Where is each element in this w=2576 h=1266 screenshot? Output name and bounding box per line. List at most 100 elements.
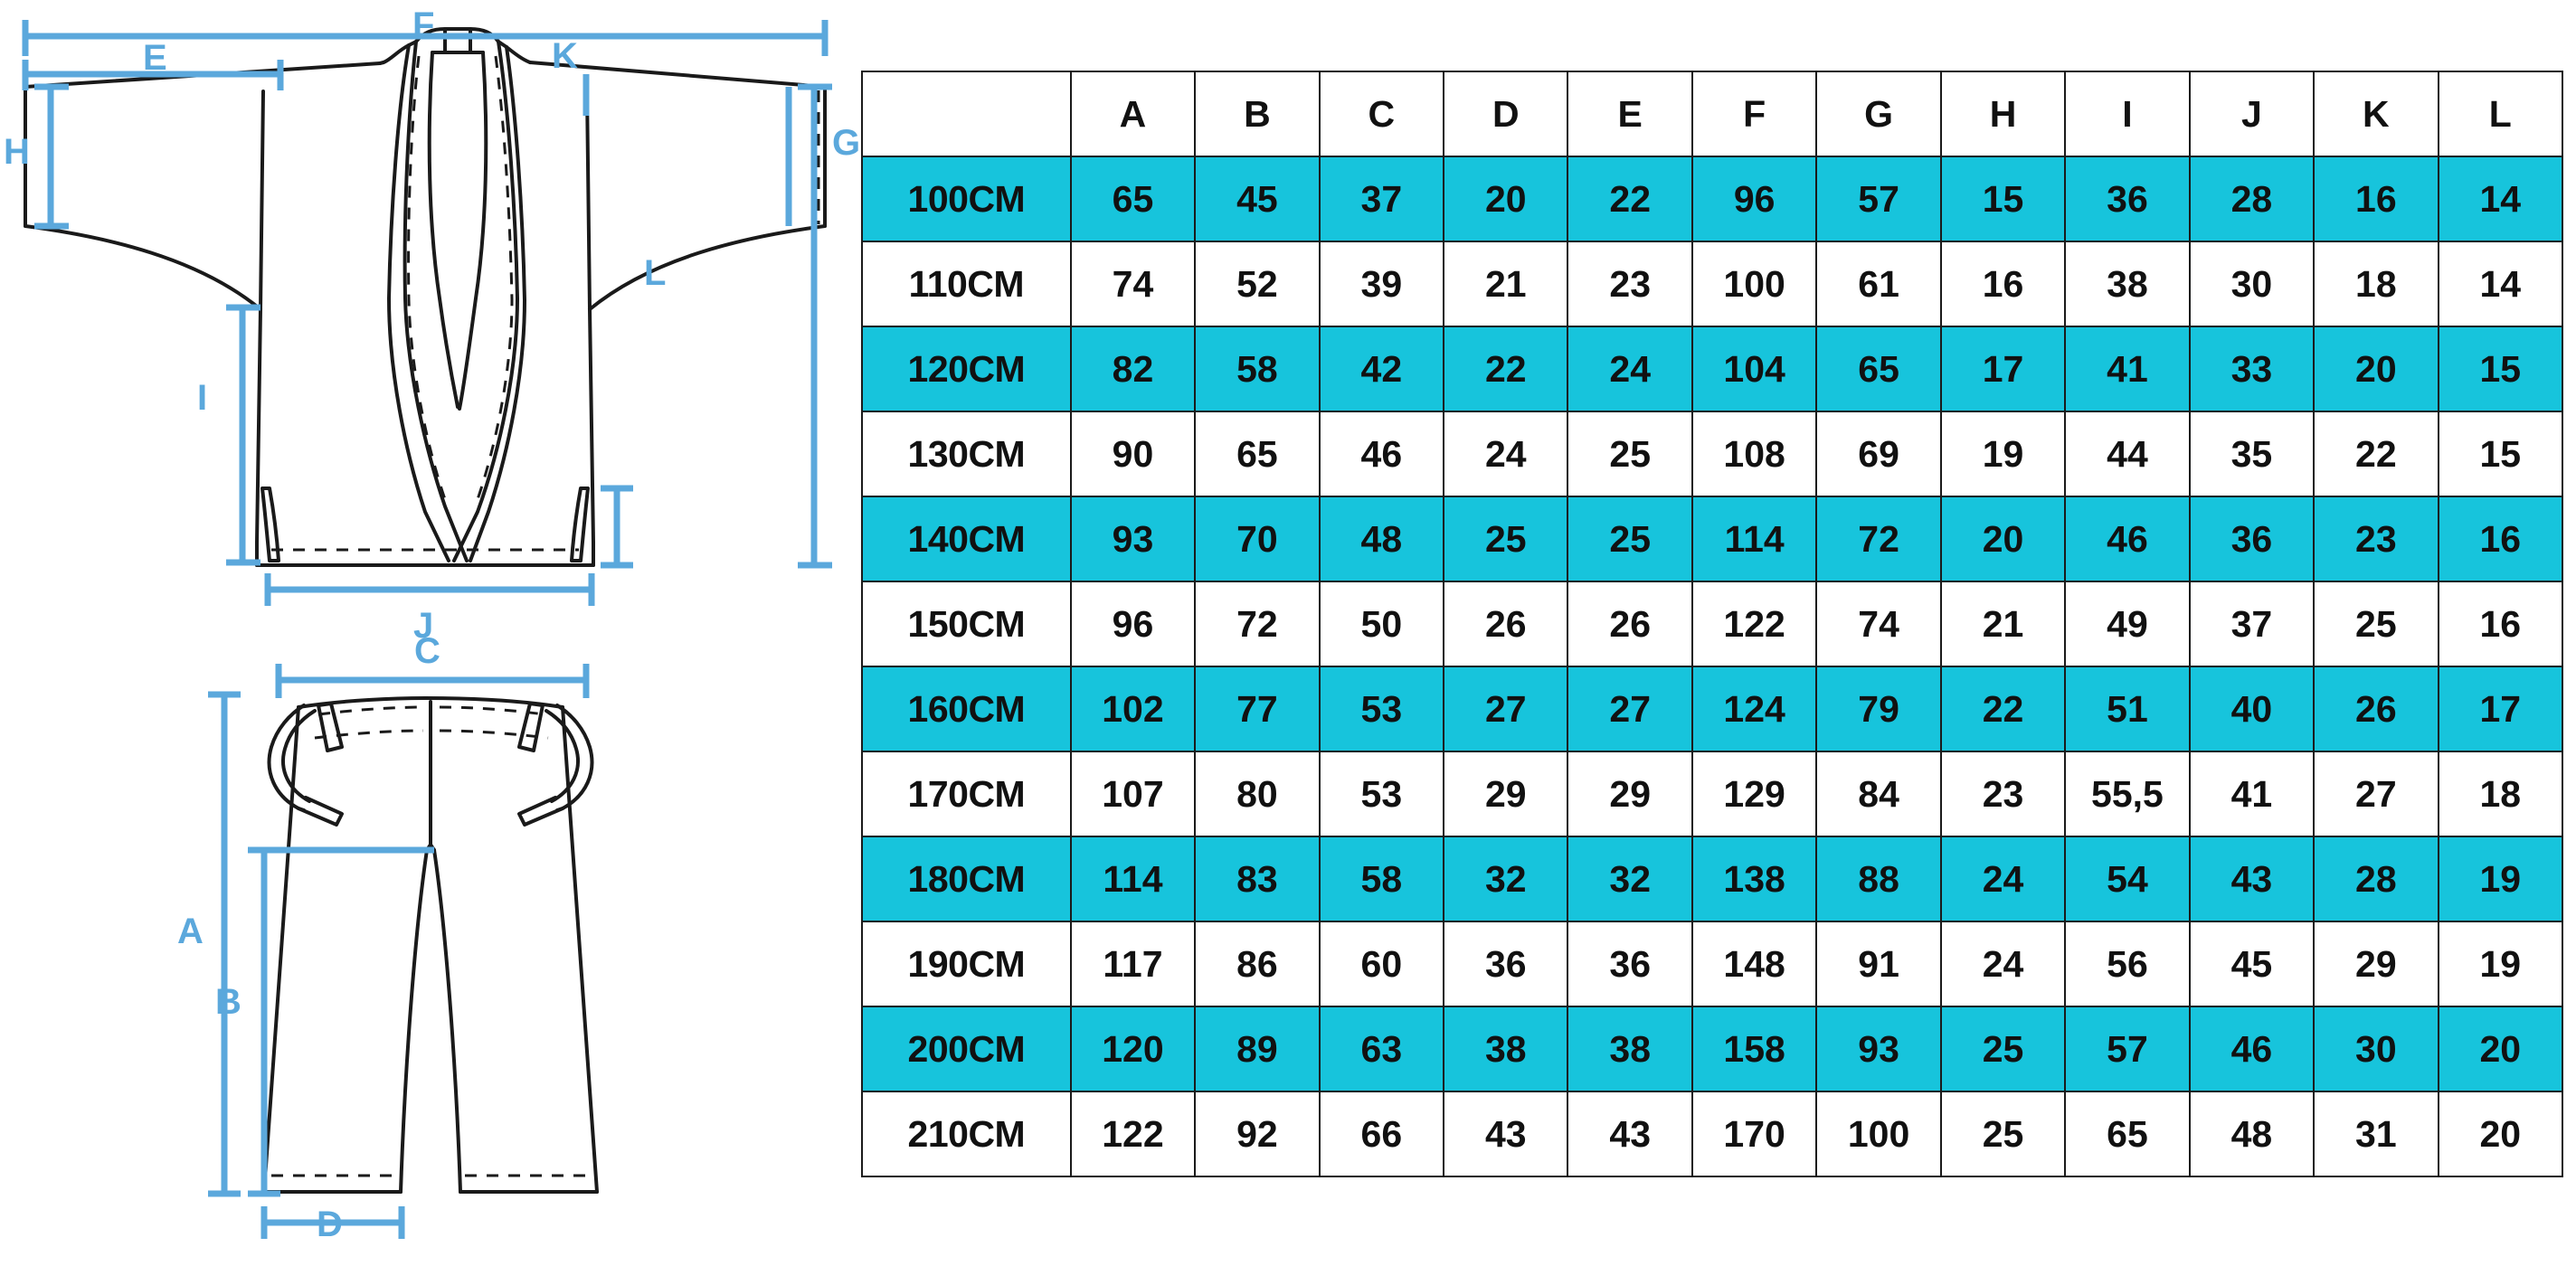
- measurement-cell: 69: [1815, 411, 1942, 497]
- measurement-cell: 21: [1939, 581, 2067, 667]
- measurement-cell: 29: [2313, 921, 2439, 1007]
- measurement-cell: 57: [2064, 1006, 2191, 1092]
- measurement-cell: 25: [2313, 581, 2439, 667]
- measurement-cell: 30: [2313, 1006, 2439, 1092]
- measurement-cell: 96: [1069, 581, 1197, 667]
- size-label-cell: 200CM: [861, 1006, 1072, 1092]
- measurement-cell: 15: [2437, 326, 2564, 412]
- measurement-cell: 24: [1939, 921, 2067, 1007]
- column-header-k: K: [2313, 71, 2439, 157]
- measurement-cell: 117: [1069, 921, 1197, 1007]
- dimension-label-A: A: [177, 912, 204, 951]
- measurement-cell: 20: [2437, 1006, 2564, 1092]
- measurement-cell: 23: [1567, 241, 1693, 327]
- measurement-cell: 36: [2188, 496, 2316, 582]
- measurement-cell: 20: [2313, 326, 2439, 412]
- size-label-cell: 130CM: [861, 411, 1072, 497]
- measurement-cell: 43: [2188, 836, 2316, 922]
- measurement-cell: 19: [2437, 921, 2564, 1007]
- column-header-b: B: [1194, 71, 1321, 157]
- measurement-cell: 22: [1567, 156, 1693, 242]
- measurement-cell: 46: [1318, 411, 1445, 497]
- size-label-cell: 210CM: [861, 1091, 1072, 1177]
- column-header-i: I: [2064, 71, 2191, 157]
- measurement-cell: 58: [1318, 836, 1445, 922]
- measurement-cell: 55,5: [2064, 751, 2191, 837]
- measurement-cell: 100: [1690, 241, 1818, 327]
- measurement-cell: 65: [1815, 326, 1942, 412]
- table-corner-header: [861, 71, 1072, 157]
- measurement-cell: 22: [2313, 411, 2439, 497]
- garment-drawings-svg: [22, 20, 832, 1239]
- dimension-label-F: F: [412, 5, 435, 45]
- column-header-c: C: [1318, 71, 1445, 157]
- measurement-cell: 26: [1567, 581, 1693, 667]
- dimension-label-J: J: [413, 606, 434, 646]
- measurement-cell: 22: [1443, 326, 1569, 412]
- measurement-cell: 24: [1939, 836, 2067, 922]
- measurement-cell: 31: [2313, 1091, 2439, 1177]
- measurement-cell: 46: [2064, 496, 2191, 582]
- measurement-cell: 17: [2437, 666, 2564, 752]
- column-header-g: G: [1815, 71, 1942, 157]
- measurement-cell: 15: [1939, 156, 2067, 242]
- measurement-cell: 25: [1567, 411, 1693, 497]
- garment-drawings-pane: F E K H G I L J C A B D: [0, 0, 860, 1266]
- measurement-cell: 35: [2188, 411, 2316, 497]
- measurement-cell: 16: [2437, 581, 2564, 667]
- measurement-cell: 61: [1815, 241, 1942, 327]
- measurement-cell: 33: [2188, 326, 2316, 412]
- measurement-cell: 122: [1069, 1091, 1197, 1177]
- size-label-cell: 160CM: [861, 666, 1072, 752]
- measurement-cell: 93: [1069, 496, 1197, 582]
- measurement-cell: 124: [1690, 666, 1818, 752]
- size-label-cell: 170CM: [861, 751, 1072, 837]
- measurement-cell: 37: [2188, 581, 2316, 667]
- measurement-cell: 29: [1567, 751, 1693, 837]
- measurement-cell: 91: [1815, 921, 1942, 1007]
- measurement-cell: 17: [1939, 326, 2067, 412]
- column-header-h: H: [1939, 71, 2067, 157]
- measurement-cell: 48: [1318, 496, 1445, 582]
- measurement-cell: 129: [1690, 751, 1818, 837]
- measurement-cell: 104: [1690, 326, 1818, 412]
- measurement-cell: 44: [2064, 411, 2191, 497]
- measurement-cell: 28: [2188, 156, 2316, 242]
- measurement-cell: 51: [2064, 666, 2191, 752]
- measurement-cell: 82: [1069, 326, 1197, 412]
- measurement-cell: 63: [1318, 1006, 1445, 1092]
- measurement-cell: 92: [1194, 1091, 1321, 1177]
- measurement-cell: 65: [1194, 411, 1321, 497]
- measurement-cell: 27: [2313, 751, 2439, 837]
- column-header-f: F: [1690, 71, 1818, 157]
- measurement-cell: 25: [1567, 496, 1693, 582]
- measurement-cell: 36: [2064, 156, 2191, 242]
- measurement-cell: 40: [2188, 666, 2316, 752]
- dimension-label-C: C: [414, 631, 440, 671]
- column-header-j: J: [2188, 71, 2316, 157]
- size-label-cell: 120CM: [861, 326, 1072, 412]
- measurement-cell: 25: [1443, 496, 1569, 582]
- dimension-label-B: B: [215, 982, 242, 1022]
- measurement-cell: 83: [1194, 836, 1321, 922]
- measurement-cell: 29: [1443, 751, 1569, 837]
- measurement-cell: 24: [1443, 411, 1569, 497]
- measurement-cell: 57: [1815, 156, 1942, 242]
- measurement-cell: 46: [2188, 1006, 2316, 1092]
- measurement-cell: 74: [1069, 241, 1197, 327]
- size-label-cell: 140CM: [861, 496, 1072, 582]
- dimension-label-H: H: [4, 132, 30, 172]
- measurement-cell: 23: [1939, 751, 2067, 837]
- measurement-cell: 18: [2313, 241, 2439, 327]
- measurement-cell: 45: [1194, 156, 1321, 242]
- measurement-cell: 26: [1443, 581, 1569, 667]
- measurement-cell: 14: [2437, 156, 2564, 242]
